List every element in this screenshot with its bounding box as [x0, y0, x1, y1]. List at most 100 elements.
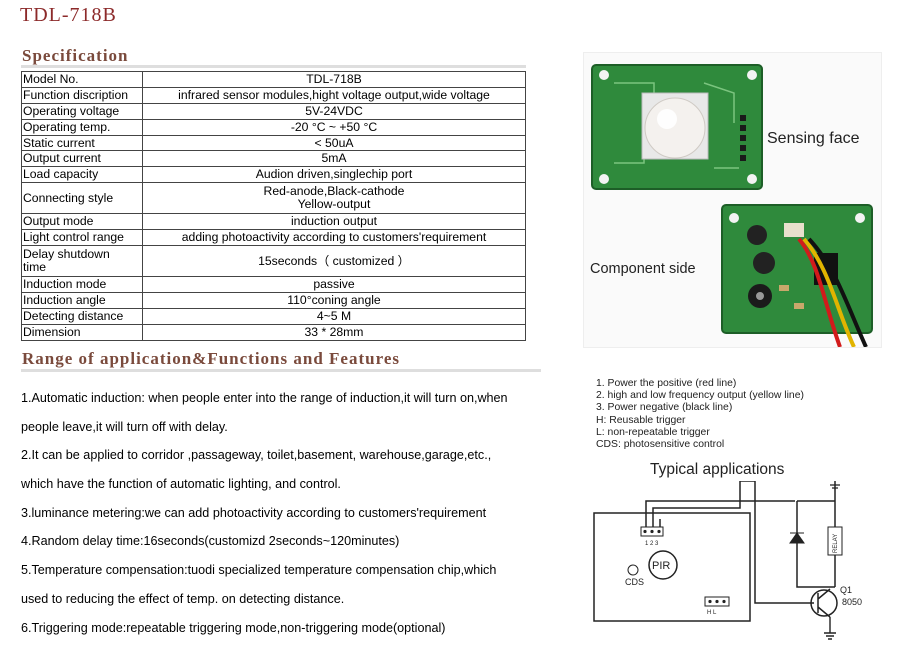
spec-value: 5mA [142, 150, 526, 168]
spec-label: Static current [21, 134, 143, 152]
spec-value: induction output [142, 213, 526, 231]
spec-label-text: Induction mode [23, 276, 107, 291]
legend-line: H: Reusable trigger [596, 414, 686, 426]
spec-label-text: Model No. [23, 71, 79, 86]
legend-line: 3. Power negative (black line) [596, 402, 733, 414]
spec-value: 33 * 28mm [142, 323, 526, 341]
specification-heading: Specification [22, 46, 129, 65]
spec-label: Operating voltage [21, 102, 143, 120]
spec-value: adding photoactivity according to custom… [142, 229, 526, 247]
spec-value-text: adding photoactivity according to custom… [181, 230, 487, 245]
spec-label: Output mode [21, 213, 143, 231]
heading-divider [21, 65, 526, 68]
spec-value: TDL-718B [142, 71, 526, 88]
spec-label-text: Static current [23, 135, 95, 150]
spec-label-text: Output mode [23, 214, 94, 229]
wiring-legend: 1. Power the positive (red line)2. high … [596, 378, 804, 451]
relay-label: RELAY [833, 534, 839, 553]
spec-row: Induction mode passive [21, 276, 526, 293]
spec-value-text: 4~5 M [316, 308, 352, 323]
transistor-label: Q1 [840, 585, 852, 595]
feature-line: 2.It can be applied to corridor ,passage… [21, 448, 492, 463]
spec-label-text: Delay shutdown [23, 247, 110, 262]
spec-value-text: Yellow-output [297, 197, 371, 212]
cds-circle [627, 564, 639, 576]
spec-row: Light control range adding photoactivity … [21, 229, 526, 247]
spec-label: Model No. [21, 71, 143, 88]
spec-value-text: 5mA [321, 151, 347, 166]
spec-label-text: Operating voltage [23, 103, 120, 118]
sensing-face-label: Sensing face [767, 130, 860, 147]
spec-value-text: induction output [290, 214, 378, 229]
spec-value-text: Red-anode,Black-cathode [263, 184, 405, 199]
spec-row: Operating temp. -20 °C ~ +50 °C [21, 118, 526, 136]
spec-value: 4~5 M [142, 307, 526, 325]
spec-value-text: 5V-24VDC [305, 103, 363, 118]
spec-row: Function discription infrared sensor modu… [21, 86, 526, 104]
spec-row: Output mode induction output [21, 213, 526, 231]
heading-divider [21, 369, 541, 372]
spec-value: passive [142, 276, 526, 293]
feature-line: 4.Random delay time:16seconds(customizd … [21, 534, 400, 549]
feature-line: used to reducing the effect of temp. on … [21, 591, 345, 606]
legend-line: L: non-repeatable trigger [596, 426, 710, 438]
spec-label-text: Connecting style [23, 190, 114, 205]
transistor-part-label: 8050 [842, 597, 862, 607]
features-heading: Range of application&Functions and Featu… [22, 349, 400, 368]
cds-label: CDS [625, 577, 644, 587]
spec-label: Connecting style [21, 182, 143, 215]
spec-value: 5V-24VDC [142, 102, 526, 120]
transistor-circle [810, 589, 838, 617]
spec-value-text: TDL-718B [306, 71, 362, 86]
spec-label-text: Load capacity [23, 167, 99, 182]
spec-value-text: < 50uA [314, 135, 354, 150]
spec-label: Detecting distance [21, 307, 143, 325]
spec-value-text: 33 * 28mm [304, 324, 364, 339]
spec-value-text: -20 °C ~ +50 °C [290, 119, 378, 134]
spec-value: -20 °C ~ +50 °C [142, 118, 526, 136]
feature-line: people leave,it will turn off with delay… [21, 419, 228, 434]
pir-label: PIR [652, 560, 670, 572]
spec-value-text: infrared sensor modules,hight voltage ou… [178, 87, 490, 102]
feature-line: 5.Temperature compensation:tuodi special… [21, 563, 497, 578]
legend-line: 1. Power the positive (red line) [596, 378, 737, 389]
pir-sensor-circle [648, 550, 678, 580]
spec-value: infrared sensor modules,hight voltage ou… [142, 86, 526, 104]
feature-line: 6.Triggering mode:repeatable triggering … [21, 620, 446, 635]
spec-value-text: Audion driven,singlechip port [255, 167, 413, 182]
spec-label: Load capacity [21, 166, 143, 184]
pin-number-label: 1 2 3 [645, 541, 659, 547]
spec-label-text: time [23, 260, 47, 275]
spec-value: Audion driven,singlechip port [142, 166, 526, 184]
legend-line: CDS: photosensitive control [596, 439, 725, 451]
spec-label-text: Detecting distance [23, 308, 124, 323]
spec-label-text: Function discription [23, 87, 128, 102]
component-side-label: Component side [590, 261, 696, 277]
page-title: TDL-718B [20, 4, 117, 26]
diode-symbol [789, 532, 805, 544]
typical-application-circuit: 1 2 3 PIR CDS H L RELAY Q1 8050 [593, 481, 862, 640]
spec-label-text: Operating temp. [23, 119, 111, 134]
spec-value: < 50uA [142, 134, 526, 152]
spec-row: Load capacity Audion driven,singlechip po… [21, 166, 526, 184]
spec-value: 110°coning angle [142, 291, 526, 309]
product-photo: Sensing face Component side [583, 52, 882, 348]
spec-value-text: 110°coning angle [287, 292, 381, 307]
spec-label-text: Light control range [23, 230, 124, 245]
spec-label: Function discription [21, 86, 143, 104]
feature-line: 3.luminance metering:we can add photoact… [21, 505, 487, 520]
spec-label: Operating temp. [21, 118, 143, 136]
spec-label: Induction mode [21, 276, 143, 293]
specification-table: Model No. TDL-718B Function discription inf… [21, 71, 526, 341]
typical-applications-heading: Typical applications [650, 461, 785, 478]
spec-value-text: 15seconds（ customized ） [258, 253, 410, 268]
feature-line: 1.Automatic induction: when people enter… [21, 391, 508, 405]
spec-value-text: passive [313, 276, 355, 291]
spec-row: Detecting distance 4~5 M [21, 307, 526, 325]
